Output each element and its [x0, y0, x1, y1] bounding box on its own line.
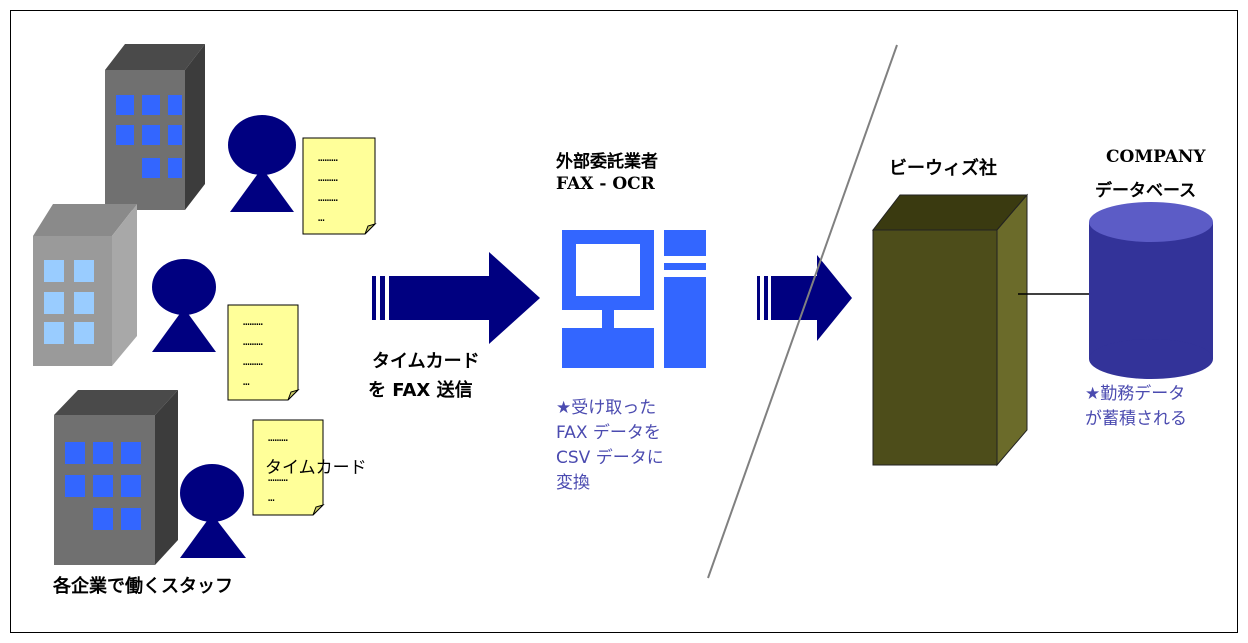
person-icon — [228, 115, 296, 212]
staff-label: 各企業で働くスタッフ — [53, 576, 233, 597]
database-cylinder-icon — [1089, 202, 1213, 379]
office-building-icon — [105, 44, 205, 210]
striped-arrow-icon — [757, 255, 852, 341]
document-icon — [227, 304, 300, 401]
fax-send-label-line1: タイムカード — [372, 351, 480, 372]
db-label-line1: COMPANY — [1106, 147, 1206, 167]
db-label-line2: データベース — [1095, 181, 1197, 201]
person-icon — [152, 259, 216, 352]
document-text: ………………………… — [318, 151, 338, 224]
server-tower-icon — [871, 193, 1029, 467]
document-icon — [252, 419, 325, 516]
office-building-icon — [33, 204, 137, 366]
computer-icon — [562, 230, 706, 368]
office-building-icon — [54, 390, 178, 565]
striped-arrow-icon — [372, 252, 540, 344]
stored-note: ★勤務データ が蓄積される — [1085, 384, 1187, 429]
document-icon — [302, 137, 377, 235]
fax-send-label-line2: を FAX 送信 — [368, 380, 473, 401]
convert-note: ★受け取った FAX データを CSV データに 変換 — [556, 398, 664, 493]
company-biwiz-label: ビーウィズ社 — [889, 158, 997, 179]
divider-line — [707, 44, 898, 579]
document-text: ………………………… — [243, 315, 263, 388]
vendor-label-line2: FAX - OCR — [556, 174, 655, 194]
document-text: ……… ………… — [268, 431, 288, 504]
timecard-doc-label: タイムカード — [265, 458, 367, 478]
vendor-label-line1: 外部委託業者 — [556, 152, 658, 172]
person-icon — [180, 464, 246, 558]
